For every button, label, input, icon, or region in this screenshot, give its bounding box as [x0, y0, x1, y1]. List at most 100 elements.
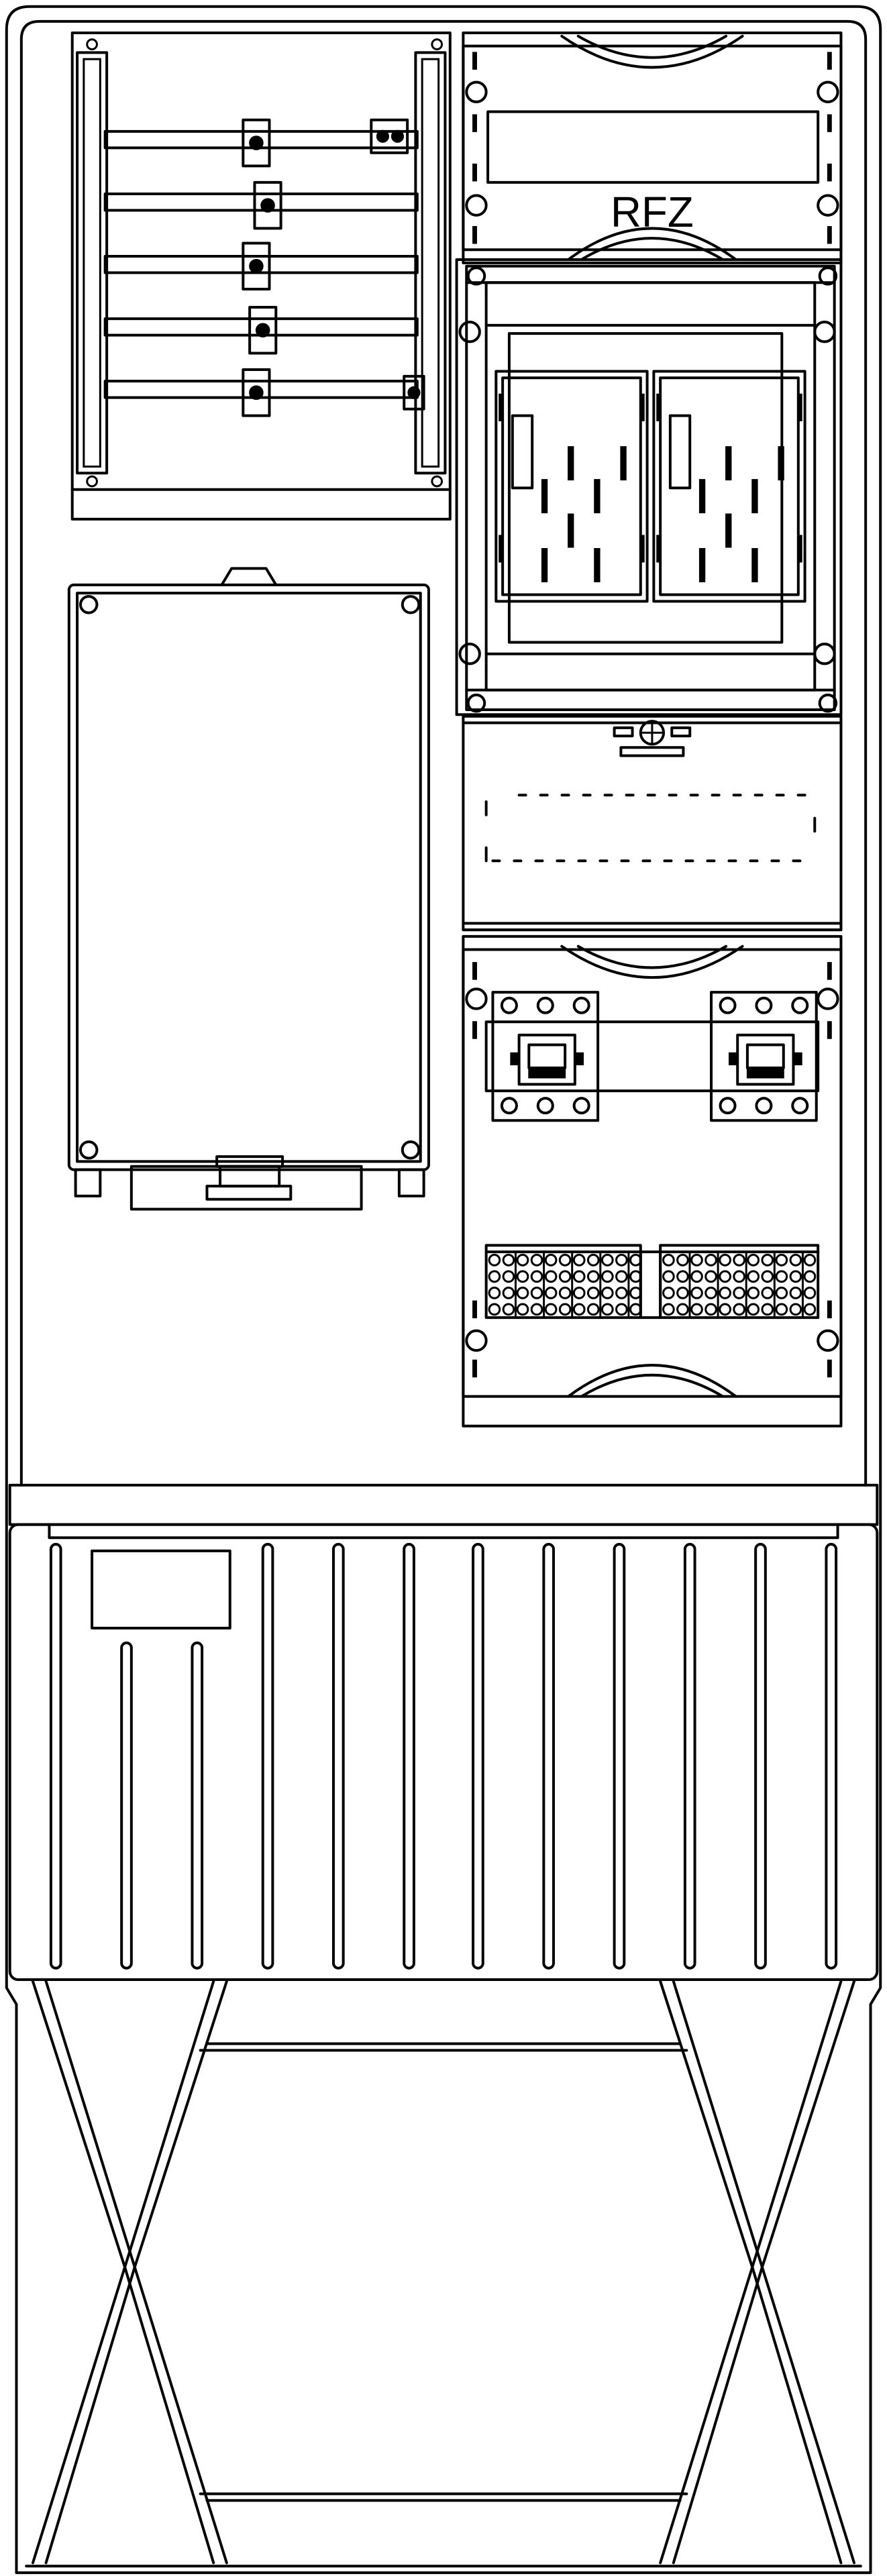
- cable-slot: [51, 1544, 61, 1968]
- terminal-hole: [692, 1271, 702, 1282]
- terminal-hole: [762, 1271, 773, 1282]
- terminal-hole: [489, 1271, 500, 1282]
- terminal-hole: [692, 1255, 702, 1266]
- terminal-hole: [762, 1304, 773, 1315]
- meter-field-rfz: RFZ: [463, 33, 841, 263]
- terminal-hole: [804, 1271, 815, 1282]
- terminal-hole: [602, 1304, 613, 1315]
- terminal-hole: [560, 1304, 570, 1315]
- cable-slot: [543, 1544, 554, 1968]
- terminal-hole: [588, 1255, 598, 1266]
- terminal-hole: [664, 1288, 674, 1299]
- terminal-hole: [748, 1288, 759, 1299]
- terminal-hole: [678, 1288, 688, 1299]
- cable-slot: [473, 1544, 483, 1968]
- terminal-hole: [734, 1288, 745, 1299]
- terminal-hole: [588, 1304, 598, 1315]
- terminal-hole: [678, 1271, 688, 1282]
- breaker-right: [711, 992, 817, 1120]
- busbar-pe: [105, 370, 424, 416]
- terminal-hole: [602, 1255, 613, 1266]
- terminal-hole: [560, 1288, 570, 1299]
- terminal-hole: [617, 1288, 627, 1299]
- terminal-hole: [503, 1288, 514, 1299]
- terminal-hole: [531, 1271, 542, 1282]
- terminal-hole: [489, 1304, 500, 1315]
- terminal-hole: [748, 1271, 759, 1282]
- terminal-hole: [734, 1255, 745, 1266]
- terminal-hole: [588, 1271, 598, 1282]
- terminal-hole: [776, 1288, 787, 1299]
- terminal-hole: [531, 1288, 542, 1299]
- cable-slot: [333, 1544, 344, 1968]
- terminal-hole: [545, 1255, 556, 1266]
- busbar-l2: [105, 182, 417, 229]
- cable-slot: [755, 1544, 766, 1968]
- terminal-hole: [602, 1288, 613, 1299]
- terminal-hole: [692, 1304, 702, 1315]
- terminal-hole: [503, 1255, 514, 1266]
- busbar-l3: [105, 243, 417, 289]
- cable-slot: [826, 1544, 836, 1968]
- terminal-separator: [641, 1252, 660, 1318]
- terminal-hole: [790, 1304, 801, 1315]
- cabinet-outline: [7, 7, 880, 2573]
- switch-left: [496, 371, 647, 601]
- terminal-block-right: [660, 1245, 818, 1318]
- cover-panel: [69, 568, 429, 1209]
- terminal-hole: [574, 1255, 584, 1266]
- terminal-hole: [790, 1255, 801, 1266]
- terminal-hole: [545, 1271, 556, 1282]
- terminal-hole: [489, 1288, 500, 1299]
- terminal-hole: [517, 1271, 528, 1282]
- terminal-hole: [720, 1304, 731, 1315]
- busbar-n: [105, 307, 417, 354]
- terminal-hole: [734, 1271, 745, 1282]
- terminal-hole: [776, 1271, 787, 1282]
- terminal-hole: [617, 1304, 627, 1315]
- terminal-hole: [804, 1255, 815, 1266]
- fuse-field: [457, 260, 841, 714]
- cable-slot: [404, 1544, 414, 1968]
- blank-cover: [463, 716, 841, 930]
- terminal-hole: [574, 1271, 584, 1282]
- terminal-hole: [560, 1271, 570, 1282]
- cable-slot: [615, 1544, 625, 1968]
- terminal-hole: [545, 1304, 556, 1315]
- terminal-block-left: [486, 1245, 641, 1318]
- terminal-hole: [588, 1288, 598, 1299]
- terminal-hole: [545, 1288, 556, 1299]
- terminal-hole: [734, 1304, 745, 1315]
- terminal-hole: [706, 1271, 717, 1282]
- terminal-hole: [748, 1255, 759, 1266]
- cable-slots: [51, 1544, 836, 1968]
- plinth: [26, 1981, 861, 2566]
- terminal-hole: [560, 1255, 570, 1266]
- terminal-hole: [503, 1271, 514, 1282]
- busbar-field: [72, 33, 450, 519]
- cabinet-divider: [10, 1485, 878, 1538]
- terminal-hole: [804, 1304, 815, 1315]
- terminal-hole: [692, 1288, 702, 1299]
- terminal-hole: [790, 1271, 801, 1282]
- cable-slot: [263, 1544, 273, 1968]
- terminal-hole: [531, 1255, 542, 1266]
- terminal-hole: [706, 1304, 717, 1315]
- terminal-hole: [489, 1255, 500, 1266]
- terminal-hole: [748, 1304, 759, 1315]
- terminal-hole: [678, 1255, 688, 1266]
- terminal-hole: [664, 1304, 674, 1315]
- terminal-hole: [574, 1288, 584, 1299]
- terminal-hole: [706, 1255, 717, 1266]
- cable-slot: [685, 1544, 695, 1968]
- terminal-hole: [804, 1288, 815, 1299]
- terminal-hole: [706, 1288, 717, 1299]
- terminal-hole: [517, 1255, 528, 1266]
- cable-slot: [121, 1643, 132, 1968]
- terminal-hole: [517, 1304, 528, 1315]
- terminal-hole: [617, 1271, 627, 1282]
- terminal-hole: [790, 1288, 801, 1299]
- terminal-hole: [617, 1255, 627, 1266]
- terminal-hole: [762, 1288, 773, 1299]
